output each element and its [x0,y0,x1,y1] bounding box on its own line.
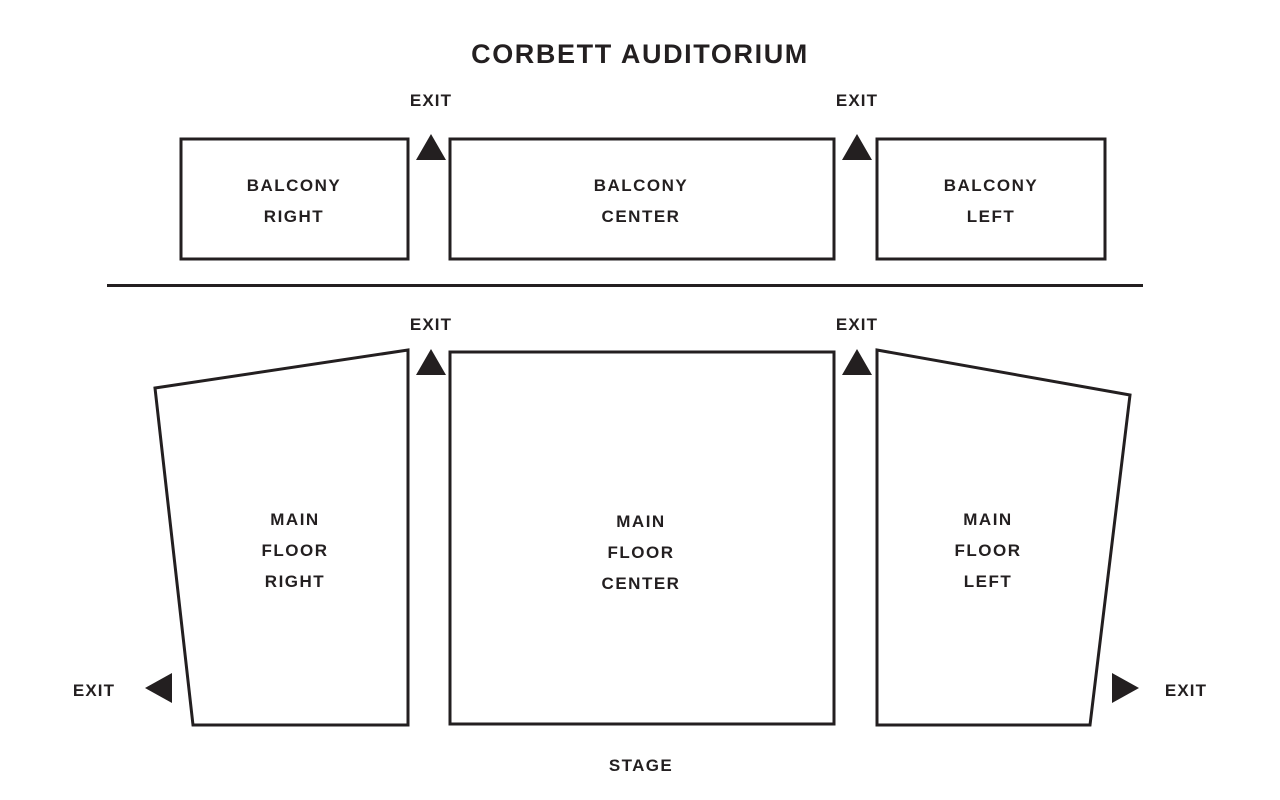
balcony-center-shape[interactable] [448,137,836,261]
page-title: CORBETT AUDITORIUM [471,39,809,69]
stage-label: STAGE [609,756,673,775]
balcony-right-shape[interactable] [179,137,410,261]
balcony-right-label-line2: RIGHT [264,207,324,226]
balcony-section-left[interactable]: BALCONY LEFT [875,137,1107,261]
balcony-left-label-line2: LEFT [967,207,1016,226]
main-floor-exit-right-label: EXIT [410,315,452,334]
main-floor-section-right[interactable]: MAIN FLOOR RIGHT [153,348,410,727]
triangle-up-icon [416,134,446,160]
side-exit-right-label: EXIT [73,681,115,700]
triangle-left-icon [145,673,172,703]
triangle-up-icon [842,134,872,160]
main-floor-right-label-line1: MAIN [270,510,319,529]
main-floor-right-shape[interactable] [153,348,410,727]
main-floor-left-shape[interactable] [875,348,1132,727]
triangle-up-icon [416,349,446,375]
balcony-section-right[interactable]: BALCONY RIGHT [179,137,410,261]
triangle-up-icon [842,349,872,375]
balcony-center-label-line1: BALCONY [594,176,689,195]
balcony-exit-left-label: EXIT [836,91,878,110]
main-floor-section-center[interactable]: MAIN FLOOR CENTER [448,350,836,726]
balcony-exit-right-label: EXIT [410,91,452,110]
main-floor-right-label-line3: RIGHT [265,572,325,591]
balcony-section-center[interactable]: BALCONY CENTER [448,137,836,261]
main-floor-center-shape[interactable] [448,350,836,726]
balcony-right-label-line1: BALCONY [247,176,342,195]
main-floor-left-label-line1: MAIN [963,510,1012,529]
main-floor-center-label-line3: CENTER [602,574,681,593]
main-floor-section-left[interactable]: MAIN FLOOR LEFT [875,348,1132,727]
main-floor-exit-left-label: EXIT [836,315,878,334]
main-floor-center-label-line1: MAIN [616,512,665,531]
triangle-right-icon [1112,673,1139,703]
main-floor-left-label-line3: LEFT [964,572,1013,591]
main-floor-right-label-line2: FLOOR [262,541,329,560]
balcony-center-label-line2: CENTER [602,207,681,226]
balcony-left-shape[interactable] [875,137,1107,261]
balcony-left-label-line1: BALCONY [944,176,1039,195]
side-exit-left-label: EXIT [1165,681,1207,700]
main-floor-center-label-line2: FLOOR [608,543,675,562]
main-floor-left-label-line2: FLOOR [955,541,1022,560]
